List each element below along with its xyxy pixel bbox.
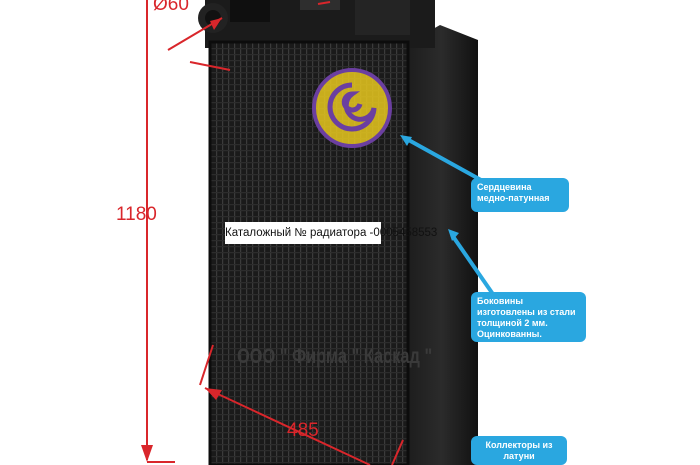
width-label: 485 bbox=[287, 420, 319, 441]
company-watermark: ООО " Фирма " Каскад " bbox=[237, 345, 433, 368]
callout-side-panels: Боковины изготовлены из стали толщиной 2… bbox=[471, 292, 586, 342]
callout-leaders bbox=[400, 135, 499, 302]
radiator-side-panel bbox=[405, 25, 478, 465]
height-dimension-line bbox=[141, 0, 175, 463]
width-dimension-line bbox=[199, 344, 404, 465]
height-label: 1180 bbox=[116, 204, 157, 225]
catalog-number: Каталожный № радиатора -0005458553 bbox=[225, 222, 437, 244]
callout-core-material: Сердцевина медно-патунная bbox=[471, 178, 569, 212]
diameter-label: Ø60 bbox=[153, 0, 189, 15]
diameter-dimension-line bbox=[167, 17, 231, 71]
company-logo bbox=[312, 68, 392, 148]
callout-collectors: Коллекторы из латуни bbox=[471, 436, 567, 465]
